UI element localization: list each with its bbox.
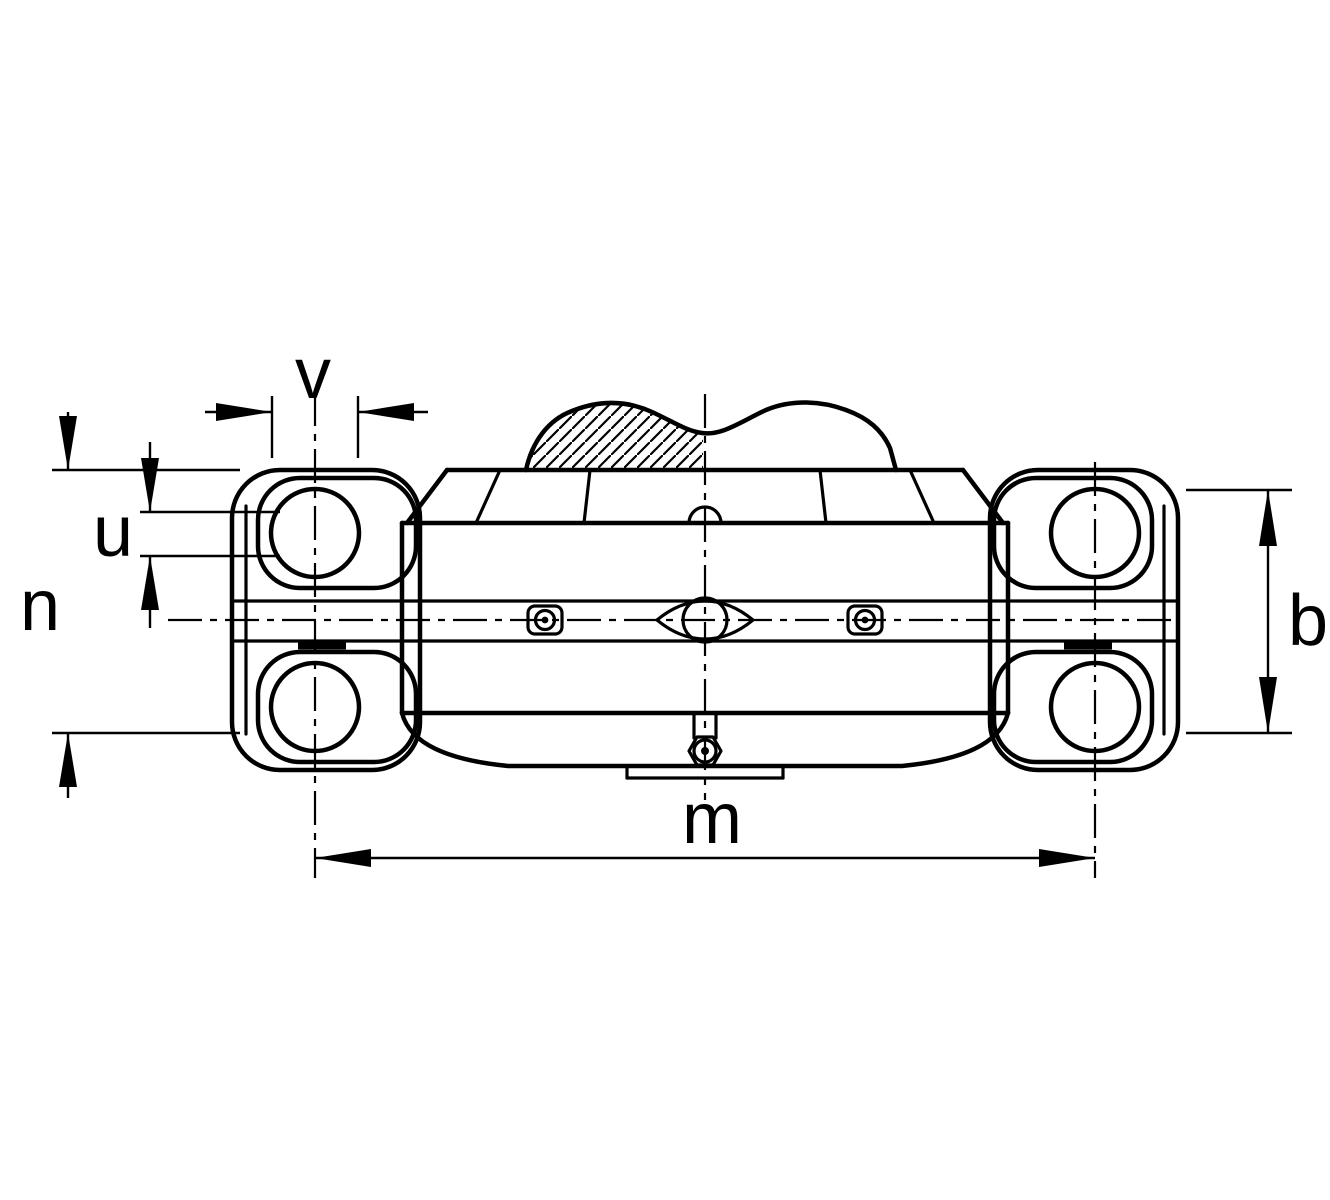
v-arrow-right	[358, 403, 414, 421]
dimension-u: u	[93, 442, 280, 628]
grease-fitting-left	[526, 604, 564, 636]
b-arrow-bottom	[1259, 677, 1277, 733]
dimension-n: n	[20, 412, 240, 798]
dim-label-v: v	[295, 334, 331, 414]
dim-label-m: m	[682, 779, 742, 859]
base-bolt	[687, 711, 723, 767]
dimension-m: m	[315, 779, 1095, 867]
u-arrow-top	[141, 458, 159, 512]
left-top-boss	[255, 475, 419, 591]
left-bottom-bolt-hole	[268, 660, 362, 754]
dim-label-n: n	[20, 566, 60, 646]
right-top-boss	[991, 475, 1155, 591]
left-flange	[229, 467, 423, 773]
section-hatching	[526, 402, 703, 470]
b-arrow-top	[1259, 490, 1277, 546]
bolt-hex-head	[687, 735, 723, 767]
dim-label-b: b	[1288, 581, 1328, 661]
eyebolt-hole-arc	[687, 505, 723, 525]
center-slot	[655, 596, 755, 644]
right-flange-outline	[987, 467, 1181, 773]
section-outline	[523, 400, 899, 473]
left-top-bolt-hole	[268, 486, 362, 580]
n-arrow-bottom	[59, 733, 77, 787]
n-arrow-top	[59, 416, 77, 470]
right-bottom-bolt-hole	[1048, 660, 1142, 754]
grease-fitting-right	[846, 604, 884, 636]
m-arrow-right	[1039, 849, 1095, 867]
left-flange-outline	[229, 467, 423, 773]
right-flange	[987, 467, 1181, 773]
right-bottom-boss	[991, 649, 1155, 765]
left-bottom-boss	[255, 649, 419, 765]
v-arrow-left	[216, 403, 272, 421]
right-top-bolt-hole	[1048, 486, 1142, 580]
dim-label-u: u	[93, 492, 133, 572]
m-arrow-left	[315, 849, 371, 867]
u-arrow-bottom	[141, 556, 159, 610]
dimension-v: v	[205, 334, 428, 458]
dimension-b: b	[1186, 488, 1328, 735]
cap-broken-section	[523, 400, 899, 473]
